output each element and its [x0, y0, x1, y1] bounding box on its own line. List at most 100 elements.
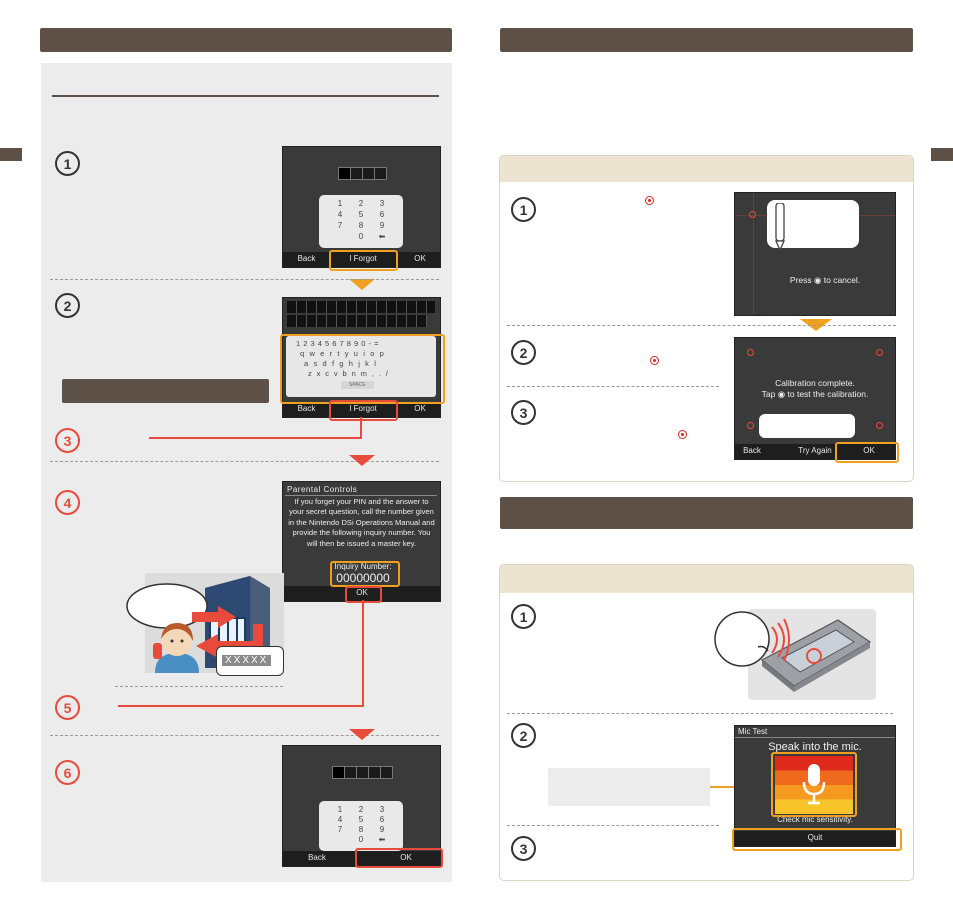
i-forgot-button[interactable]: I Forgot [349, 404, 377, 413]
left-panel-rule [52, 95, 439, 97]
divider [50, 735, 439, 736]
pin-keypad: 1 2 3 4 5 6 7 8 9 0 ⬅ [319, 195, 403, 248]
divider [50, 461, 439, 462]
quit-highlight [732, 828, 902, 851]
person-on-phone-icon [153, 623, 199, 673]
keyboard-row-1[interactable]: 1 2 3 4 5 6 7 8 9 0 - = [296, 339, 380, 348]
page-tab-left [0, 148, 22, 161]
mic-check-text: Check mic sensitivity. [777, 815, 853, 824]
back-button[interactable]: Back [297, 254, 316, 263]
connector-line [362, 600, 364, 707]
face-speaking-icon [714, 611, 790, 667]
calib-step-3-number: 3 [511, 400, 536, 425]
inquiry-number: 00000000 [336, 571, 390, 585]
crosshair-v [753, 193, 754, 315]
i-forgot-highlight-red [329, 400, 398, 421]
down-arrow-orange-1 [349, 279, 375, 290]
quit-button[interactable]: Quit [807, 833, 823, 842]
info-box [548, 768, 710, 806]
key-7[interactable]: 7 [337, 221, 343, 230]
mic-speak-text: Speak into the mic. [768, 741, 862, 753]
divider [50, 279, 439, 280]
corner-dot [747, 422, 754, 429]
screen-button-bar: Back I Forgot OK [283, 402, 440, 417]
section-header-right-1 [500, 28, 913, 52]
back-button[interactable]: Back [297, 404, 316, 413]
screen-button-bar: Back OK [283, 851, 440, 866]
ok-button[interactable]: OK [400, 853, 412, 862]
note-bar [62, 379, 269, 403]
parental-title: Parental Controls [287, 485, 358, 494]
corner-dot [876, 349, 883, 356]
backspace-key[interactable]: ⬅ [378, 232, 386, 241]
parental-controls-screen: Parental Controls If you forget your PIN… [282, 481, 441, 602]
divider [507, 325, 896, 326]
key-2[interactable]: 2 [358, 805, 364, 814]
calib-cancel-text: Press ◉ to cancel. [789, 275, 861, 285]
calib-step-2-number: 2 [511, 340, 536, 365]
keyboard-row-3[interactable]: a s d f g h j k l [304, 359, 378, 368]
key-5[interactable]: 5 [358, 815, 364, 824]
backspace-key[interactable]: ⬅ [378, 835, 386, 844]
calib-complete-text: Calibration complete. [775, 378, 855, 388]
target-dot[interactable] [749, 211, 756, 218]
ok-button[interactable]: OK [414, 404, 426, 413]
pin-keypad: 1 2 3 4 5 6 7 8 9 0 ⬅ [319, 801, 403, 851]
key-3[interactable]: 3 [379, 805, 385, 814]
ok-button[interactable]: OK [414, 254, 426, 263]
key-2[interactable]: 2 [358, 199, 364, 208]
master-key-entry-screen: 1 2 3 4 5 6 7 8 9 0 ⬅ Back OK [282, 745, 441, 867]
keyboard-row-2[interactable]: q w e r t y u i o p [300, 349, 386, 358]
key-0[interactable]: 0 [358, 835, 364, 844]
try-again-button[interactable]: Try Again [798, 446, 832, 455]
connector-line [149, 437, 362, 439]
target-icon [650, 356, 659, 365]
key-9[interactable]: 9 [379, 825, 385, 834]
mic-test-title: Mic Test [738, 727, 768, 736]
keyboard-row-4[interactable]: z x c v b n m , . / [308, 369, 390, 378]
title-rule [285, 495, 437, 496]
key-5[interactable]: 5 [358, 210, 364, 219]
step-1-number: 1 [55, 151, 80, 176]
inquiry-highlight [330, 561, 400, 587]
target-icon [645, 196, 654, 205]
info-connector [710, 786, 740, 788]
calibration-complete-screen: Calibration complete. Tap ◉ to test the … [734, 337, 896, 460]
key-3[interactable]: 3 [379, 199, 385, 208]
divider [115, 686, 283, 687]
key-6[interactable]: 6 [379, 815, 385, 824]
section-header-left [40, 28, 452, 52]
i-forgot-button[interactable]: I Forgot [349, 254, 377, 263]
key-8[interactable]: 8 [358, 221, 364, 230]
section-header-right-2 [500, 497, 913, 529]
key-1[interactable]: 1 [337, 199, 343, 208]
divider [507, 386, 719, 387]
key-4[interactable]: 4 [337, 210, 343, 219]
connector-line [118, 705, 364, 707]
pin-entry-screen: 1 2 3 4 5 6 7 8 9 0 ⬅ Back I Forgot OK [282, 146, 441, 268]
stylus-icon [774, 203, 786, 251]
ok-button[interactable]: OK [863, 446, 875, 455]
key-box-5 [380, 766, 393, 779]
parental-body: If you forget your PIN and the answer to… [288, 497, 435, 548]
back-button[interactable]: Back [308, 853, 326, 862]
key-0[interactable]: 0 [358, 232, 364, 241]
keyboard: 1 2 3 4 5 6 7 8 9 0 - = q w e r t y u i … [286, 336, 436, 397]
keyboard-highlight [280, 334, 445, 404]
mic-test-screen: Mic Test Speak into the mic. Check mic s… [734, 725, 896, 847]
key-1[interactable]: 1 [337, 805, 343, 814]
key-9[interactable]: 9 [379, 221, 385, 230]
step-4-number: 4 [55, 490, 80, 515]
mic-meter-highlight [771, 752, 857, 817]
blank-bubble [759, 414, 855, 438]
key-8[interactable]: 8 [358, 825, 364, 834]
back-button[interactable]: Back [743, 446, 761, 455]
panel-header [500, 156, 913, 182]
space-key[interactable]: SPACE [341, 381, 374, 389]
i-forgot-highlight [329, 250, 398, 271]
ok-button[interactable]: OK [356, 588, 368, 597]
key-7[interactable]: 7 [337, 825, 343, 834]
divider [507, 713, 893, 714]
key-4[interactable]: 4 [337, 815, 343, 824]
key-6[interactable]: 6 [379, 210, 385, 219]
